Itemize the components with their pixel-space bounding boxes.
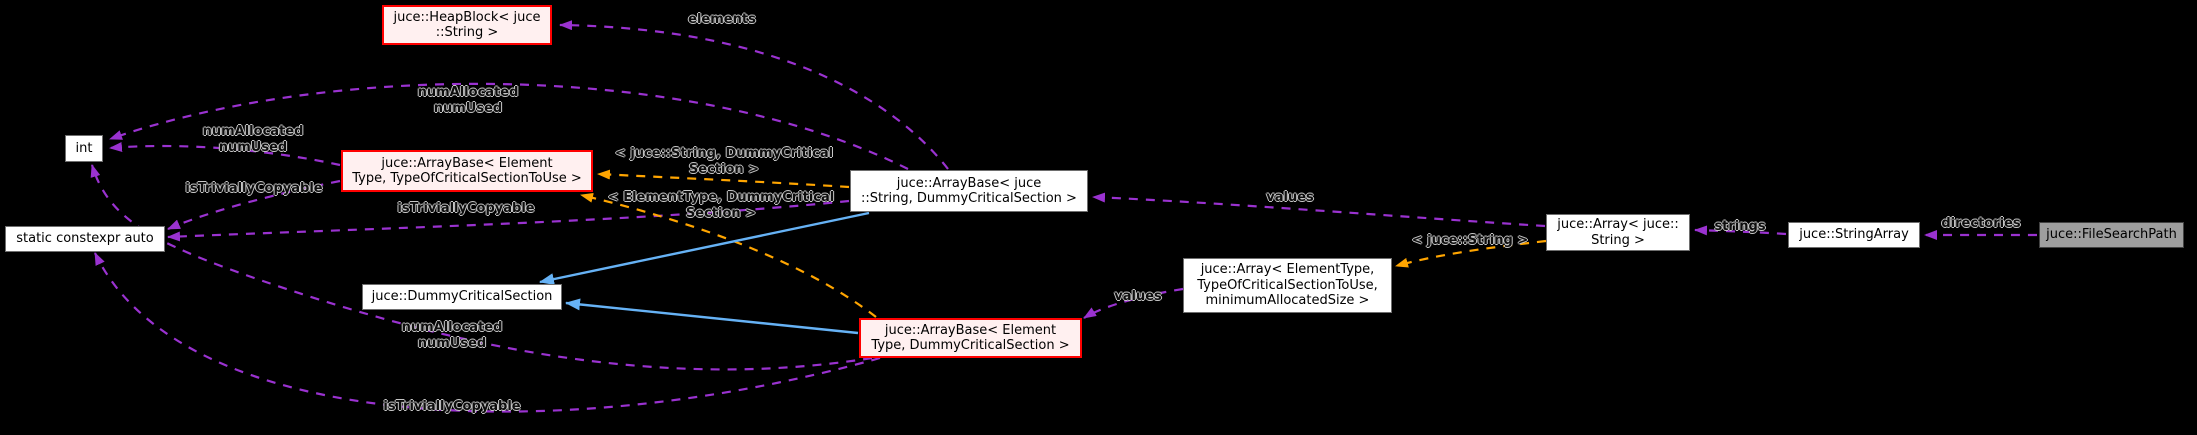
edge-label-istriviallycopyable-bottom: isTriviallyCopyable <box>383 399 521 414</box>
node-arraybase-generic[interactable]: juce::ArrayBase< Element Type, TypeOfCri… <box>341 150 593 192</box>
node-heapblock-label: juce::HeapBlock< juce ::String > <box>393 9 541 41</box>
edge-template-string-dcs <box>597 169 850 189</box>
edge-label-values-upper: values <box>1266 190 1314 205</box>
node-dummycriticalsection[interactable]: juce::DummyCriticalSection <box>362 284 562 310</box>
node-arraybase-generic-label: juce::ArrayBase< Element Type, TypeOfCri… <box>352 155 582 187</box>
edge-label-template-elem-dcs: < ElementType, DummyCritical Section > <box>607 190 835 221</box>
node-stringarray[interactable]: juce::StringArray <box>1788 222 1920 248</box>
edge-label-strings: strings <box>1714 219 1766 234</box>
node-filesearchpath: juce::FileSearchPath <box>2039 222 2184 248</box>
node-arraybase-string-label: juce::ArrayBase< juce ::String, DummyCri… <box>861 175 1077 207</box>
edge-label-template-juce-string: < juce::String > <box>1411 233 1529 248</box>
edge-label-numallocated-top: numAllocated numUsed <box>417 85 519 116</box>
edge-label-istriviallycopyable-mid: isTriviallyCopyable <box>397 201 535 216</box>
edge-elem-numused <box>90 164 873 371</box>
edge-label-values-lower: values <box>1114 289 1162 304</box>
node-array-generic[interactable]: juce::Array< ElementType, TypeOfCritical… <box>1183 258 1392 313</box>
edge-string-numused <box>109 82 909 170</box>
edge-label-numallocated-mid: numAllocated numUsed <box>202 124 304 155</box>
edge-elements <box>559 20 949 170</box>
node-int[interactable]: int <box>65 135 103 162</box>
edge-inherit-string-dummy <box>539 211 870 285</box>
edge-generic-istrivial <box>167 179 341 231</box>
node-heapblock[interactable]: juce::HeapBlock< juce ::String > <box>382 5 552 45</box>
node-stringarray-label: juce::StringArray <box>1799 227 1909 243</box>
edge-label-elements: elements <box>688 12 756 27</box>
edge-template-juce-string <box>1395 239 1547 268</box>
node-arraybase-elem[interactable]: juce::ArrayBase< Element Type, DummyCrit… <box>859 318 1082 358</box>
node-static-constexpr-auto[interactable]: static constexpr auto <box>5 226 165 252</box>
edge-label-directories: directories <box>1941 216 2021 231</box>
node-dummycriticalsection-label: juce::DummyCriticalSection <box>371 289 553 305</box>
edge-label-numallocated-bottom: numAllocated numUsed <box>401 320 503 351</box>
node-array-string[interactable]: juce::Array< juce:: String > <box>1546 214 1690 251</box>
edge-string-istrivial <box>167 199 850 242</box>
node-arraybase-elem-label: juce::ArrayBase< Element Type, DummyCrit… <box>871 322 1070 354</box>
edge-template-elem-dcs <box>580 192 877 318</box>
node-array-generic-label: juce::Array< ElementType, TypeOfCritical… <box>1197 262 1378 309</box>
edge-label-istriviallycopyable-upper: isTriviallyCopyable <box>185 181 323 196</box>
node-array-string-label: juce::Array< juce:: String > <box>1557 217 1679 248</box>
edge-label-template-string-dcs: < juce::String, DummyCritical Section > <box>614 146 834 177</box>
node-int-label: int <box>75 140 93 156</box>
node-arraybase-string[interactable]: juce::ArrayBase< juce ::String, DummyCri… <box>850 170 1088 212</box>
node-filesearchpath-label: juce::FileSearchPath <box>2046 227 2177 243</box>
edge-values-upper <box>1092 192 1546 228</box>
edge-elem-istrivial <box>94 252 881 413</box>
node-static-constexpr-auto-label: static constexpr auto <box>16 231 154 247</box>
edge-values-lower <box>1083 287 1184 319</box>
edge-inherit-elem-dummy <box>565 298 859 335</box>
